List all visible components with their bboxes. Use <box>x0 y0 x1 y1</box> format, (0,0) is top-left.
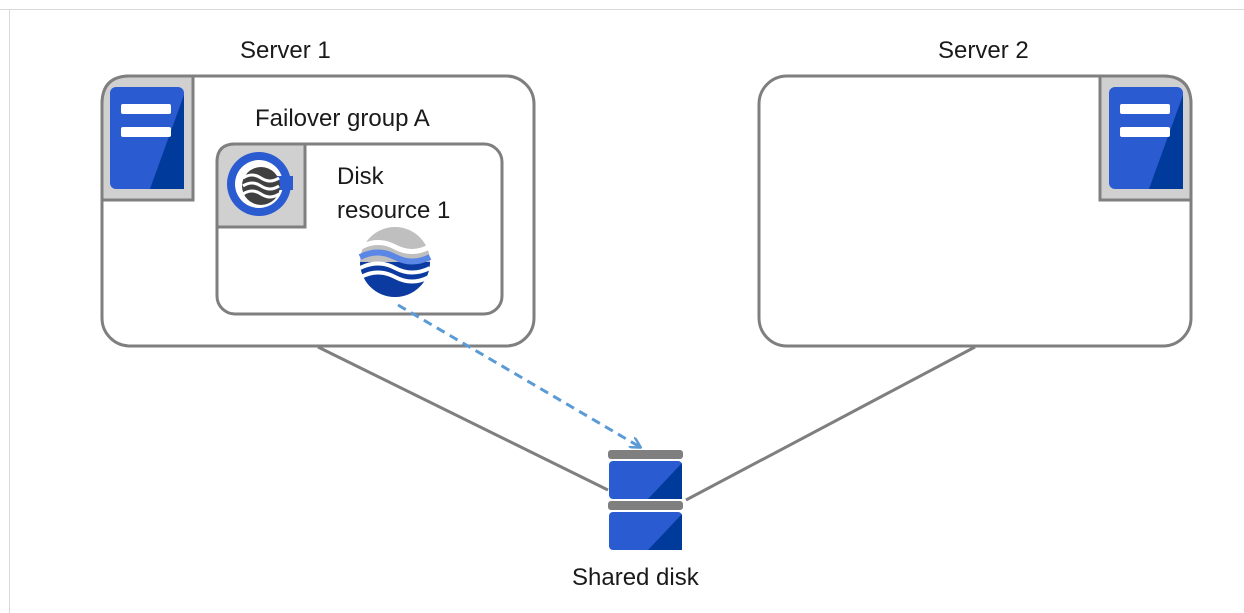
server-icon <box>100 74 195 202</box>
disk-resource-icon <box>358 227 432 297</box>
shared-disk-label: Shared disk <box>572 564 699 591</box>
failover-group-icon <box>215 142 307 229</box>
server2-disk-link <box>685 345 976 502</box>
disk-resource-label-line1: Disk <box>337 163 384 190</box>
shared-disk-icon <box>608 450 683 550</box>
disk-resource-label: Disk resource 1 <box>337 160 497 228</box>
server2-box[interactable] <box>757 74 1193 348</box>
server1-label: Server 1 <box>240 37 331 64</box>
server-icon <box>1098 74 1193 202</box>
frame-left-border <box>9 9 10 613</box>
disk-resource-label-line2: resource 1 <box>337 197 451 224</box>
failover-group-label: Failover group A <box>255 105 430 132</box>
server1-disk-link <box>317 345 609 492</box>
frame-top-border <box>0 9 1244 10</box>
disk-access-arrow <box>397 303 640 447</box>
server2-label: Server 2 <box>938 37 1029 64</box>
